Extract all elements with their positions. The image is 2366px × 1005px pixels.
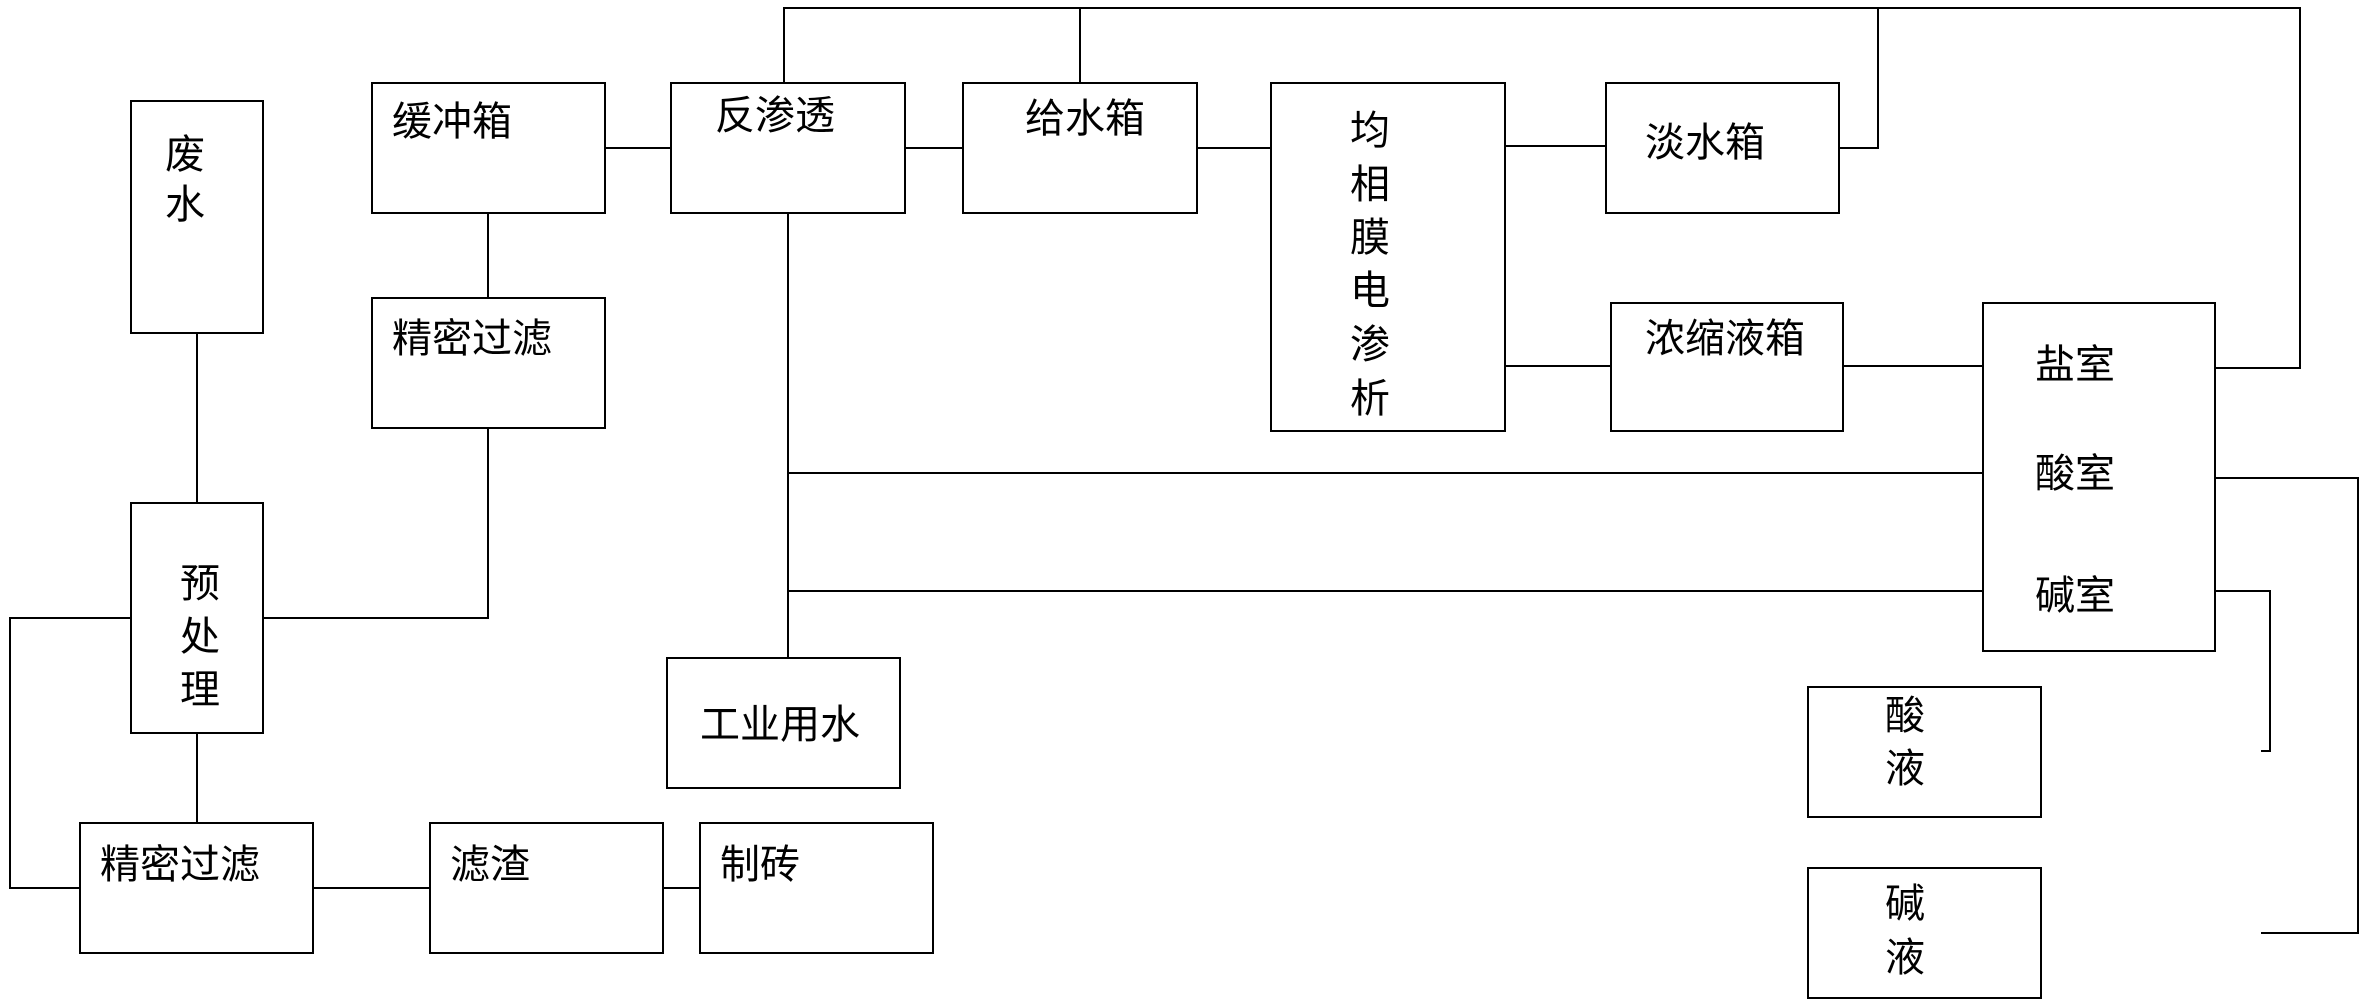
node-fresh-water-tank: 淡水箱 — [1605, 82, 1840, 214]
node-reverse-osmosis-label: 反渗透 — [715, 93, 835, 139]
connectors — [9, 7, 2359, 934]
node-reverse-osmosis: 反渗透 — [670, 82, 906, 214]
node-brick-making: 制砖 — [699, 822, 934, 954]
node-ed-label-2: 相 — [1350, 162, 1390, 208]
node-base-liquid-label-2: 液 — [1885, 935, 1925, 981]
node-filter-residue: 滤渣 — [429, 822, 664, 954]
node-precision-filter-lower: 精密过滤 — [79, 822, 314, 954]
node-acid-liquid: 酸 液 — [1807, 686, 2042, 818]
node-precision-filter-upper: 精密过滤 — [371, 297, 606, 429]
node-homogeneous-membrane-ed: 均 相 膜 电 渗 析 — [1270, 82, 1506, 432]
node-pretreatment-label-2: 处 — [180, 614, 220, 660]
node-feed-tank-label: 给水箱 — [1025, 96, 1145, 142]
node-wastewater-label-1: 废 — [165, 132, 205, 178]
node-acid-liquid-label-1: 酸 — [1885, 693, 1925, 739]
node-ed-label-4: 电 — [1350, 268, 1390, 314]
node-ed-label-6: 析 — [1350, 376, 1390, 422]
node-brick-making-label: 制砖 — [720, 842, 800, 888]
node-acid-liquid-label-2: 液 — [1885, 746, 1925, 792]
node-concentrate-tank-label: 浓缩液箱 — [1645, 316, 1805, 362]
node-pretreatment-label-3: 理 — [180, 667, 220, 713]
connector-acid-chamber-base-liquid — [2215, 477, 2359, 934]
node-industrial-water-label: 工业用水 — [700, 702, 860, 748]
connector-fresh-return — [1839, 8, 1879, 149]
node-filter-residue-label: 滤渣 — [450, 842, 530, 888]
node-feed-tank: 给水箱 — [962, 82, 1198, 214]
node-ed-label-5: 渗 — [1350, 322, 1390, 368]
node-precision-filter-lower-label: 精密过滤 — [100, 842, 260, 888]
node-base-liquid-label-1: 碱 — [1885, 881, 1925, 927]
node-precision-filter-upper-label: 精密过滤 — [392, 316, 552, 362]
node-concentrate-tank: 浓缩液箱 — [1610, 302, 1844, 432]
connector-base-chamber-acid-liquid — [2215, 590, 2271, 752]
node-salt-chamber-label: 盐室 — [2035, 342, 2115, 388]
node-buffer-tank-label: 缓冲箱 — [392, 99, 512, 145]
node-ed-label-1: 均 — [1350, 108, 1390, 154]
connector-pretreatment-upper-filter — [263, 428, 489, 619]
connector-pretreatment-loop-lower-filter — [9, 617, 131, 889]
node-wastewater: 废 水 — [130, 100, 264, 334]
node-buffer-tank: 缓冲箱 — [371, 82, 606, 214]
connector-top-return — [783, 7, 2301, 369]
node-industrial-water: 工业用水 — [666, 657, 901, 789]
node-fresh-water-tank-label: 淡水箱 — [1645, 120, 1765, 166]
node-base-chamber-label: 碱室 — [2035, 573, 2115, 619]
node-ed-chambers: 盐室 酸室 碱室 — [1982, 302, 2216, 652]
node-pretreatment-label-1: 预 — [180, 561, 220, 607]
node-acid-chamber-label: 酸室 — [2035, 451, 2115, 497]
node-pretreatment: 预 处 理 — [130, 502, 264, 734]
node-ed-label-3: 膜 — [1350, 215, 1390, 261]
node-base-liquid: 碱 液 — [1807, 867, 2042, 999]
node-wastewater-label-2: 水 — [165, 182, 205, 228]
